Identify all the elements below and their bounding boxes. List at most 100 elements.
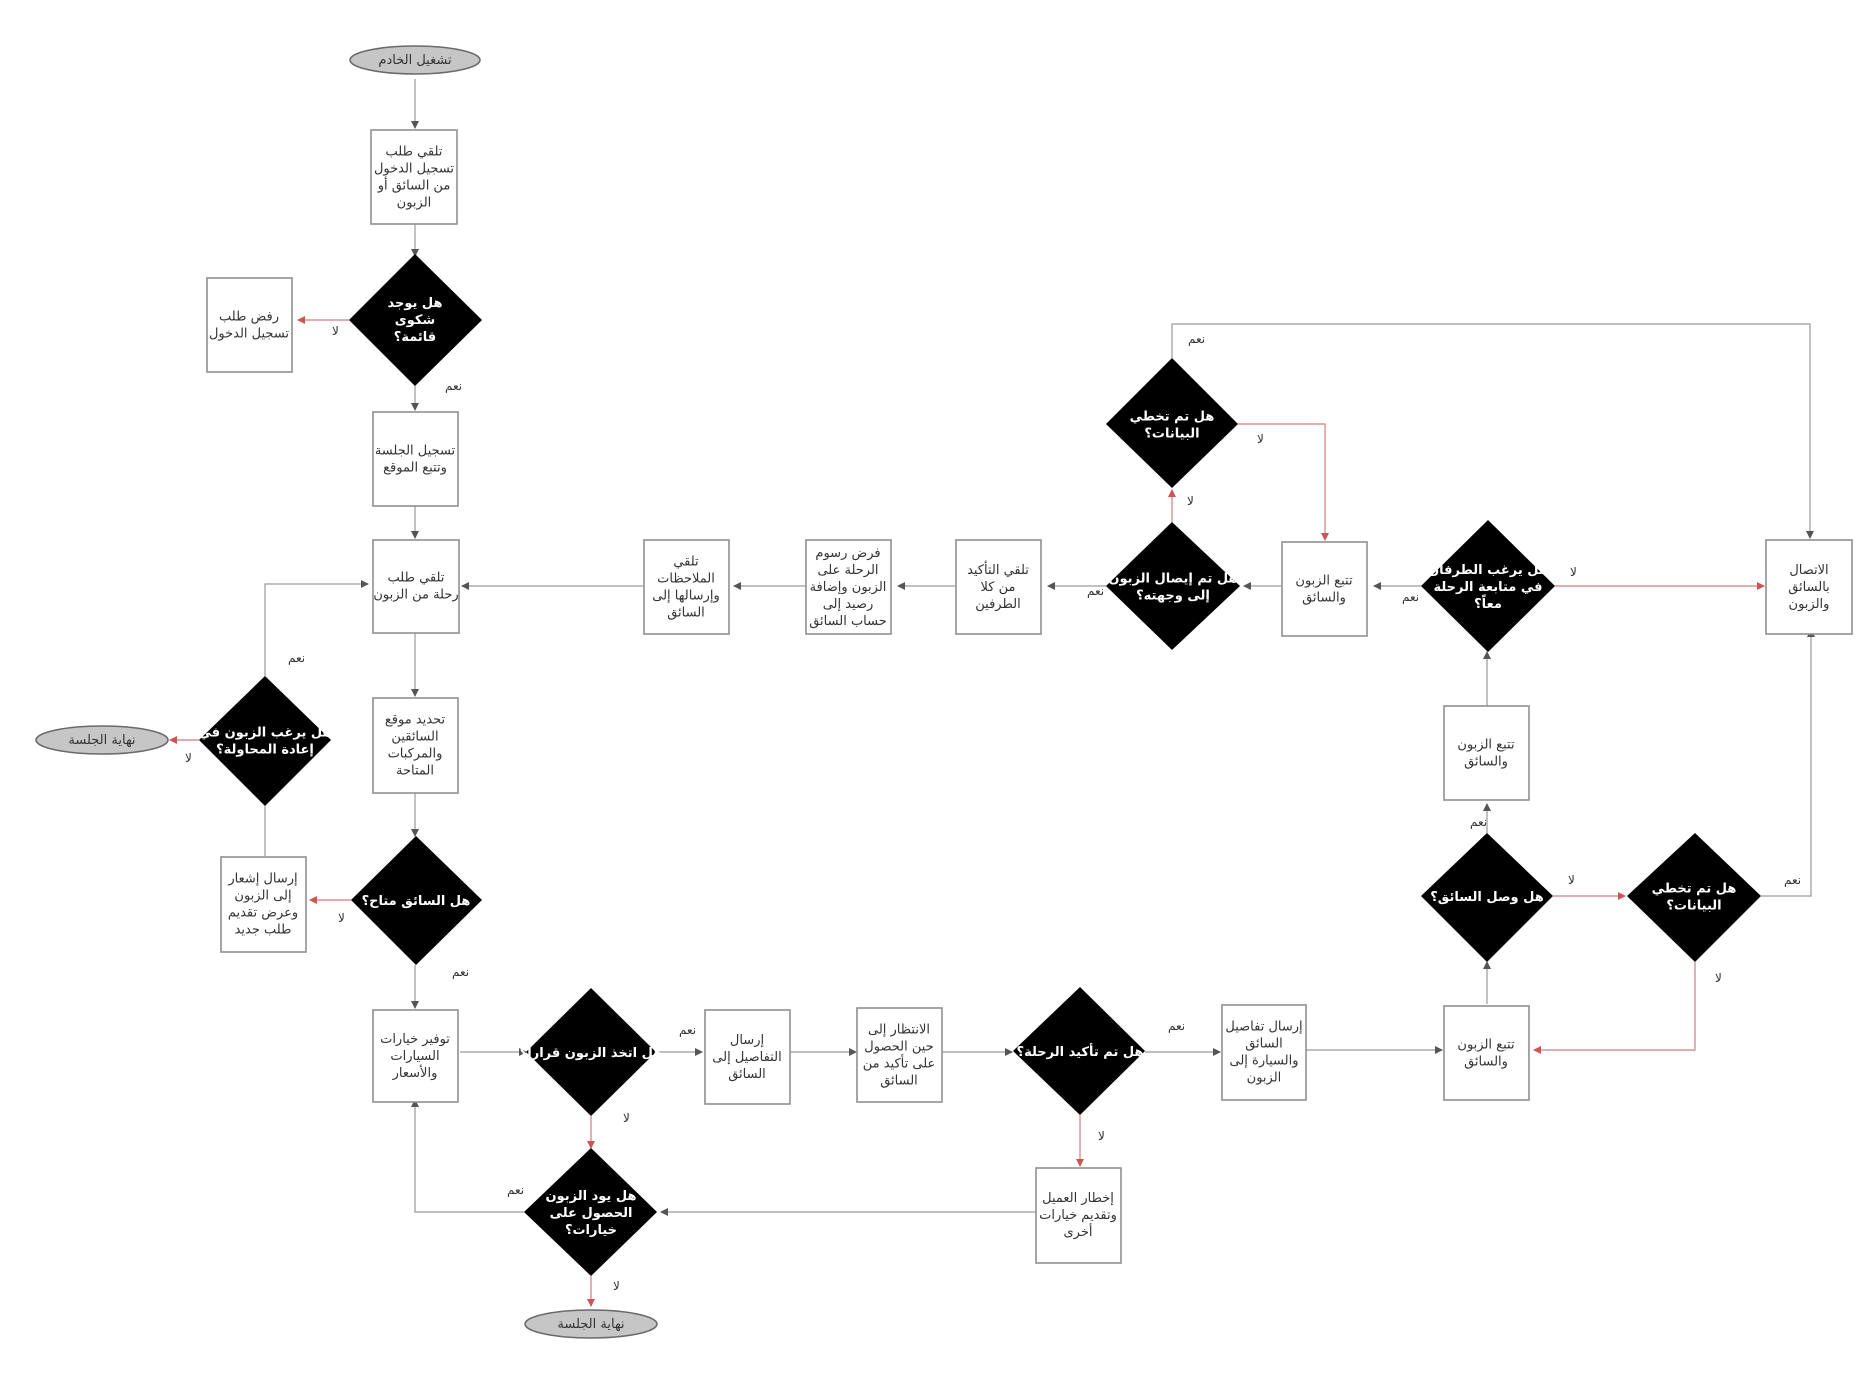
text-line: والزبون <box>1789 597 1830 612</box>
label-complaint-no: لا <box>332 324 339 338</box>
text-line: هل يرغب الزبون في <box>198 726 331 741</box>
text-line: والسيارة إلى <box>1230 1054 1299 1069</box>
edge-data-top-no <box>1238 423 1329 541</box>
text-line: السائق <box>728 1067 766 1082</box>
box-contact: الاتصال بالسائق والزبون <box>1765 539 1853 635</box>
text-line: الملاحظات <box>657 572 715 587</box>
text-line: هل تم تخطي <box>1652 882 1737 897</box>
label-retry-no: لا <box>185 751 192 765</box>
terminal-start-text: تشغيل الخادم <box>378 53 452 68</box>
box-track-bottom: تتبع الزبون والسائق <box>1443 1005 1530 1101</box>
text-line: هل يوجد <box>387 296 442 311</box>
terminal-end-left-text: نهاية الجلسة <box>68 733 135 748</box>
text-line: المتاحة <box>396 764 434 779</box>
text-line: والأسعار <box>392 1064 438 1081</box>
label-continue-yes: نعم <box>1402 590 1419 604</box>
box-locate-drivers: تحديد موقع السائقين والمركبات المتاحة <box>372 697 459 794</box>
label-data-bottom-yes: نعم <box>1784 873 1801 887</box>
connectors <box>169 79 1815 1307</box>
text-line: في متابعة الرحلة <box>1433 580 1542 595</box>
terminal-end-left: نهاية الجلسة <box>35 725 169 755</box>
text-line: رفض طلب <box>219 310 279 325</box>
text-line: قائمة؟ <box>394 330 436 345</box>
label-retry-yes: نعم <box>288 651 305 665</box>
terminal-start: تشغيل الخادم <box>349 45 481 75</box>
text-line: والمركبات <box>388 747 443 762</box>
text-line: والسائق <box>1302 591 1346 606</box>
text-line: إرسال تفاصيل <box>1225 1020 1302 1035</box>
text-line: الرحلة على <box>817 563 878 578</box>
text-line: بالسائق <box>1788 580 1830 595</box>
text-line: الاتصال <box>1789 563 1828 578</box>
label-delivered-yes: نعم <box>1087 584 1104 598</box>
text-line: تسجيل الدخول <box>209 327 289 342</box>
terminal-end-bottom: نهاية الجلسة <box>524 1309 658 1339</box>
label-continue-no: لا <box>1570 565 1577 579</box>
text-line: هل السائق متاح؟ <box>362 894 471 909</box>
text-line: نهاية الجلسة <box>68 733 135 748</box>
decision-driver-arrived-text: هل وصل السائق؟ <box>1430 890 1544 905</box>
text-line: هل وصل السائق؟ <box>1430 890 1544 905</box>
text-line: وإرسالها إلى <box>652 589 719 604</box>
text-line: السائقين <box>391 730 438 745</box>
text-line: خيارات؟ <box>565 1223 617 1238</box>
text-line: هل يرغب الطرفان <box>1428 563 1548 578</box>
text-line: الانتظار إلى <box>868 1023 930 1038</box>
label-data-bottom-no: لا <box>1715 971 1722 985</box>
text-line: البيانات؟ <box>1144 427 1199 442</box>
text-line: تسجيل الجلسة <box>375 444 456 459</box>
text-line: الزبون <box>1247 1071 1282 1086</box>
branch-labels: لا نعم نعم لا لا نعم نعم لا نعم لا نعم ل… <box>185 324 1801 1293</box>
box-send-driver-details: إرسال تفاصيل السائق والسيارة إلى الزبون <box>1221 1004 1307 1101</box>
text-line: فرض رسوم <box>815 546 880 561</box>
label-confirmed-yes: نعم <box>1168 1019 1185 1033</box>
text-line: السائق <box>880 1074 918 1089</box>
box-locate-drivers-text: تحديد موقع السائقين والمركبات المتاحة <box>385 713 446 779</box>
text-line: السائق <box>1245 1037 1283 1052</box>
label-available-yes: نعم <box>452 965 469 979</box>
decision-driver-available: هل السائق متاح؟ <box>351 836 482 965</box>
text-line: إلى وجهته؟ <box>1136 589 1210 604</box>
text-line: الزبون وإضافة <box>810 580 887 595</box>
text-line: رحلة من الزبون <box>373 588 458 603</box>
text-line: والسائق <box>1464 1055 1508 1070</box>
text-line: تتبع الزبون <box>1457 1038 1515 1053</box>
edge-wants-options-yes <box>411 1099 524 1213</box>
edge-retry-yes <box>264 580 369 676</box>
text-line: التفاصيل إلى <box>712 1050 781 1065</box>
text-line: تلقي <box>673 555 699 570</box>
text-line: إخطار العميل <box>1042 1191 1114 1206</box>
text-line: الزبون <box>397 196 432 211</box>
label-data-top-yes: نعم <box>1188 332 1205 346</box>
text-line: على تأكيد من <box>863 1054 936 1072</box>
text-line: من كلا <box>981 580 1016 595</box>
text-line: هل اتخذ الزبون قراراً؟ <box>520 1043 663 1061</box>
text-line: تحديد موقع <box>385 713 446 728</box>
decision-customer-decided: هل اتخذ الزبون قراراً؟ <box>520 988 663 1116</box>
text-line: تشغيل الخادم <box>378 53 452 68</box>
text-line: توفير خيارات <box>380 1032 450 1047</box>
text-line: إعادة المحاولة؟ <box>216 743 314 758</box>
text-line: والسائق <box>1464 755 1508 770</box>
decision-retry-text: هل يرغب الزبون في إعادة المحاولة؟ <box>198 726 331 758</box>
decision-driver-available-text: هل السائق متاح؟ <box>362 894 471 909</box>
decision-data-exceeded-top: هل تم تخطي البيانات؟ <box>1106 358 1238 488</box>
text-line: تلقي التأكيد <box>967 560 1029 578</box>
text-line: هل تم تخطي <box>1130 410 1215 425</box>
